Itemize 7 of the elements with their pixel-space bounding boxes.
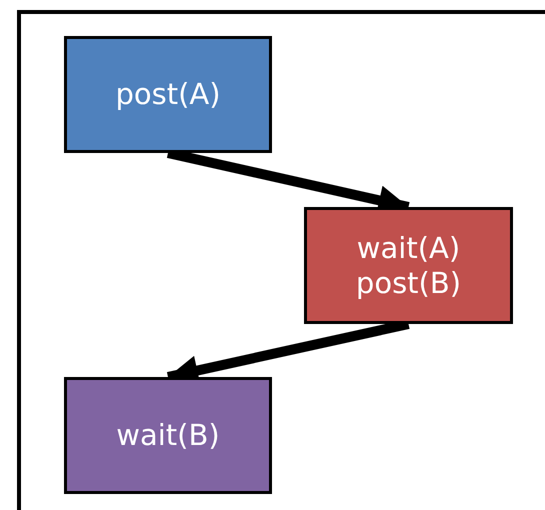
process-box [64, 377, 272, 494]
box-label: wait(B) [116, 418, 220, 453]
process-box [64, 36, 272, 153]
box-label: wait(A) [356, 230, 460, 266]
box-label: post(A) [115, 77, 221, 112]
box-label: post(B) [356, 266, 462, 300]
process-box [304, 207, 513, 324]
